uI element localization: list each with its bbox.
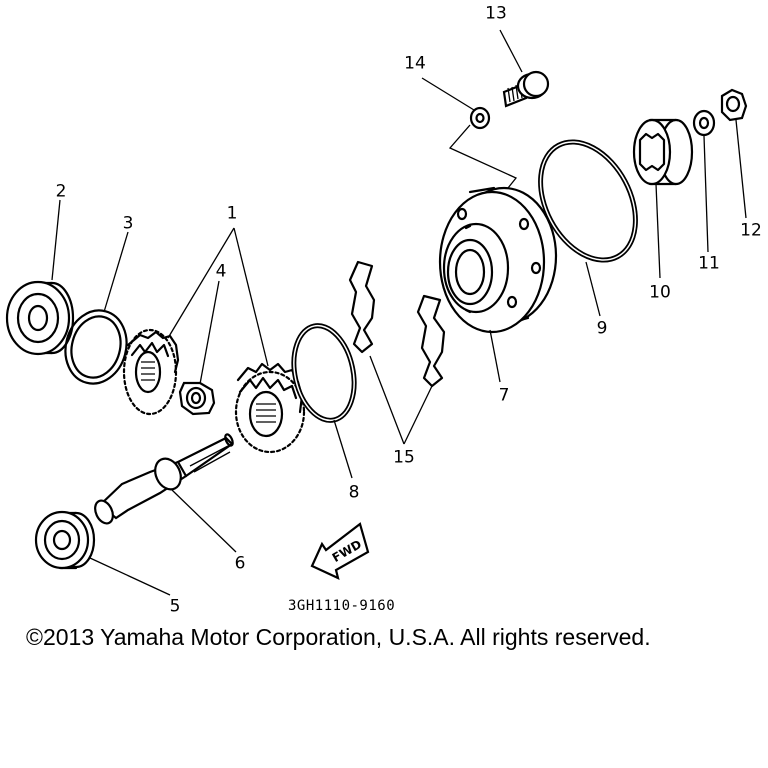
part-14-washer	[469, 106, 491, 130]
part-7-housing	[438, 186, 558, 334]
part-3-shim	[64, 309, 128, 385]
leader-lines	[51, 29, 747, 596]
copyright-notice: ©2013 Yamaha Motor Corporation, U.S.A. A…	[26, 624, 651, 650]
part-10-coupling	[632, 118, 694, 186]
callout-12: 12	[740, 220, 762, 241]
callout-1: 1	[226, 203, 238, 224]
drawing-code: 3GH1110-9160	[288, 598, 396, 614]
part-2-bearing	[5, 280, 75, 356]
callout-5: 5	[169, 596, 181, 617]
part-9-o-ring	[538, 139, 638, 263]
callout-15: 15	[393, 447, 415, 468]
callout-6: 6	[234, 553, 246, 574]
part-5-bearing	[34, 510, 96, 570]
part-13-bolt	[502, 70, 550, 108]
part-8-o-ring	[291, 323, 357, 423]
callout-9: 9	[596, 318, 608, 339]
callout-4: 4	[215, 261, 227, 282]
callout-3: 3	[122, 213, 134, 234]
part-15-clips	[348, 260, 446, 388]
fwd-arrow: FWD	[310, 522, 370, 580]
callout-7: 7	[498, 385, 510, 406]
part-11-washer	[692, 109, 716, 137]
callout-11: 11	[698, 253, 720, 274]
assembly-path	[448, 124, 518, 189]
callout-10: 10	[649, 282, 671, 303]
callout-13: 13	[485, 3, 507, 24]
part-1-bevel-gear-a	[122, 328, 180, 416]
part-12-nut	[720, 88, 748, 122]
part-4-nut	[178, 381, 216, 416]
part-1-bevel-gear-b	[234, 362, 306, 454]
callout-2: 2	[55, 181, 67, 202]
callout-8: 8	[348, 482, 360, 503]
callout-14: 14	[404, 53, 426, 74]
part-6-shaft	[94, 433, 234, 525]
